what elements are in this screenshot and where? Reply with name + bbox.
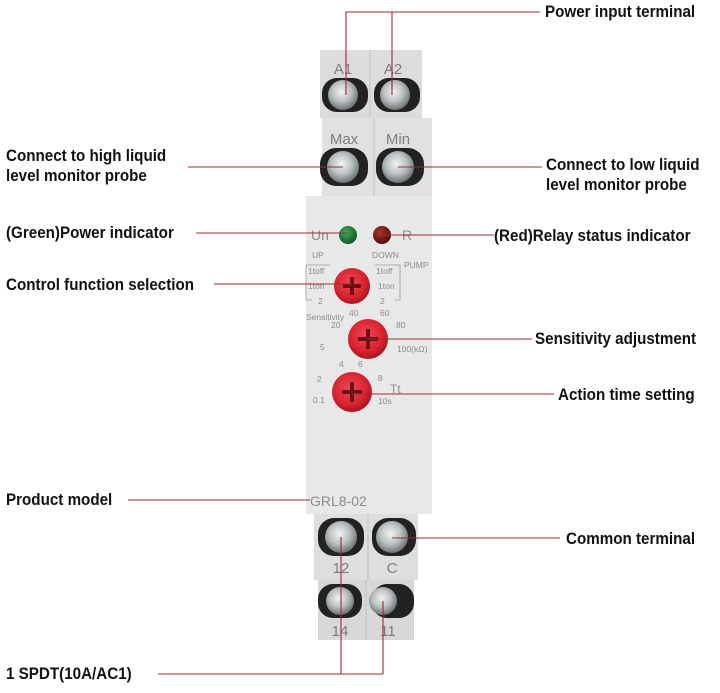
function-mark: 1toff bbox=[376, 266, 393, 276]
terminal-label-min: Min bbox=[386, 131, 410, 148]
sensitivity-mark: 20 bbox=[331, 320, 341, 330]
terminal-label-14: 14 bbox=[332, 623, 349, 640]
callout-power-input: Power input terminal bbox=[545, 3, 696, 21]
callout-relay-indicator: (Red)Relay status indicator bbox=[494, 227, 691, 245]
power-led-icon bbox=[339, 226, 357, 244]
function-bracket bbox=[305, 264, 401, 301]
callout-power-indicator: (Green)Power indicator bbox=[6, 224, 174, 242]
dial-cross-icon bbox=[342, 382, 362, 402]
time-mark: 10s bbox=[378, 396, 392, 406]
terminal-label-max: Max bbox=[330, 131, 359, 148]
sensitivity-mark: 100(kΩ) bbox=[397, 344, 428, 354]
sensitivity-mark: 80 bbox=[396, 320, 406, 330]
screw-14-icon[interactable] bbox=[326, 587, 354, 615]
screw-a1-icon[interactable] bbox=[328, 80, 358, 110]
product-model-label: GRL8-02 bbox=[310, 493, 367, 509]
time-mark: 0.1 bbox=[313, 395, 325, 405]
indicator-label-un: Un bbox=[311, 227, 329, 243]
callout-high-probe-line2: level monitor probe bbox=[6, 167, 147, 185]
function-mark: 1ton bbox=[378, 281, 395, 291]
function-mark: 1ton bbox=[308, 281, 325, 291]
callout-sensitivity: Sensitivity adjustment bbox=[535, 330, 697, 348]
leader-spdt bbox=[158, 537, 384, 675]
time-mark: 6 bbox=[358, 359, 363, 369]
time-mark: 4 bbox=[339, 359, 344, 369]
sensitivity-mark: 5 bbox=[320, 342, 325, 352]
leader-power-input bbox=[345, 11, 393, 95]
function-mark: 2 bbox=[318, 296, 323, 306]
sensitivity-mark: 60 bbox=[380, 308, 390, 318]
callout-spdt: 1 SPDT(10A/AC1) bbox=[6, 665, 132, 683]
callout-common-terminal: Common terminal bbox=[566, 530, 696, 548]
terminal-label-a1: A1 bbox=[334, 61, 352, 78]
callout-low-probe-line1: Connect to low liquid bbox=[546, 156, 700, 174]
screw-c-icon[interactable] bbox=[376, 521, 408, 553]
time-mark: 2 bbox=[317, 374, 322, 384]
terminal-label-a2: A2 bbox=[384, 61, 402, 78]
function-up-label: UP bbox=[312, 250, 324, 260]
leader-lines bbox=[128, 11, 560, 675]
function-mark: 1toff bbox=[308, 266, 325, 276]
function-pump-label: PUMP bbox=[404, 260, 429, 270]
callout-product-model: Product model bbox=[6, 491, 113, 509]
time-title: Tt bbox=[390, 382, 401, 396]
terminal-label-c: C bbox=[387, 560, 398, 577]
callout-action-time: Action time setting bbox=[558, 386, 695, 404]
callout-high-probe-line1: Connect to high liquid bbox=[6, 147, 167, 165]
callout-low-probe-line2: level monitor probe bbox=[546, 176, 687, 194]
terminal-label-11: 11 bbox=[380, 623, 396, 640]
screw-a2-icon[interactable] bbox=[380, 80, 410, 110]
sensitivity-mark: 40 bbox=[349, 308, 359, 318]
dial-cross-icon bbox=[343, 277, 361, 295]
function-mark: 2 bbox=[380, 296, 385, 306]
function-down-label: DOWN bbox=[372, 250, 399, 260]
callout-control-function: Control function selection bbox=[6, 276, 195, 294]
time-mark: 8 bbox=[378, 373, 383, 383]
sensitivity-title: Sensitivity bbox=[306, 312, 345, 322]
